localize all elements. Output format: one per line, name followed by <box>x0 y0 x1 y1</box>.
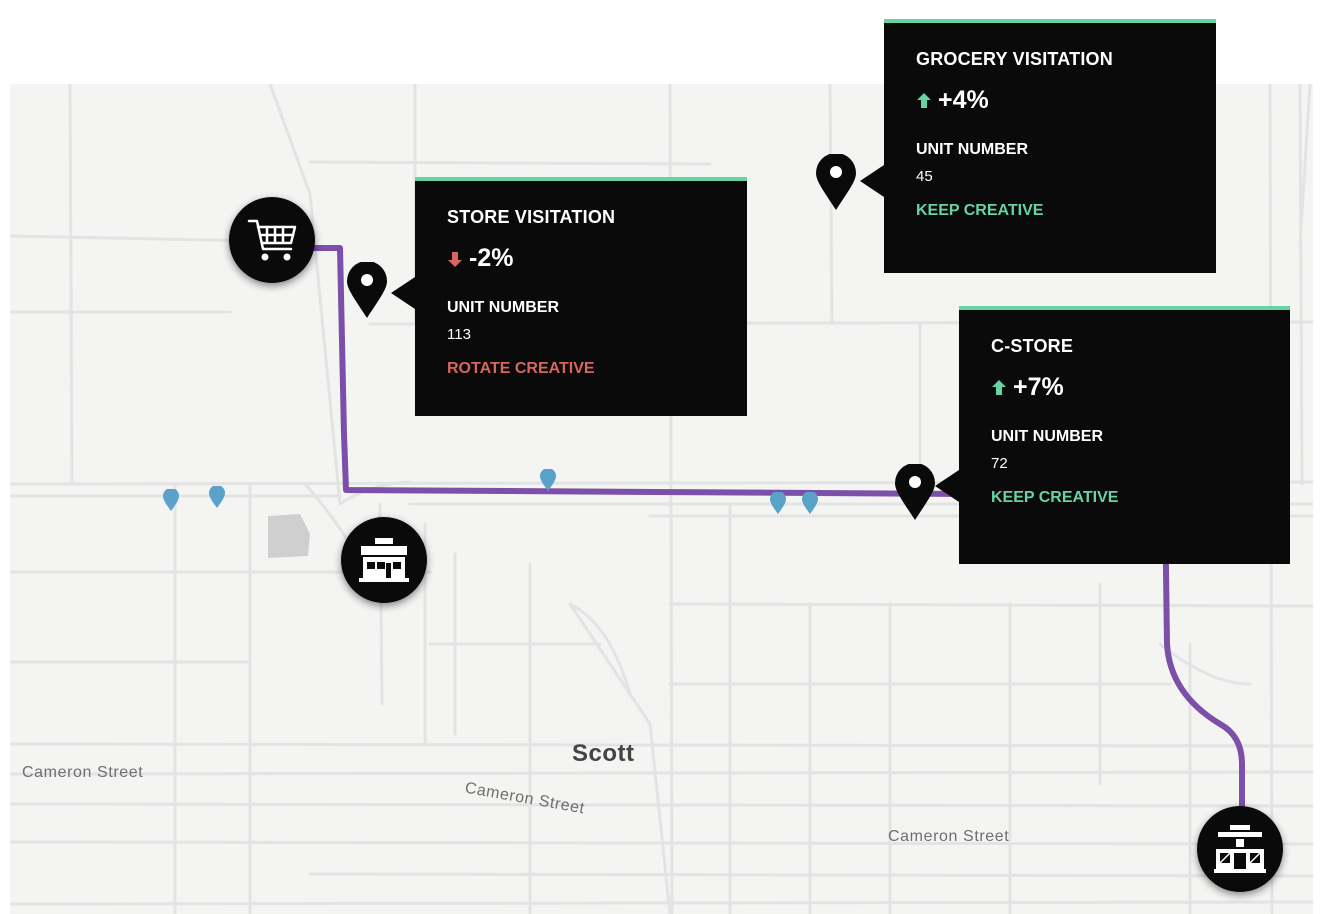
location-marker-icon[interactable] <box>163 489 179 511</box>
map-pin-icon[interactable] <box>895 463 935 520</box>
card-change: +4% <box>916 86 1184 115</box>
card-title: STORE VISITATION <box>447 207 616 227</box>
rotate-creative-link[interactable]: ROTATE CREATIVE <box>447 360 595 377</box>
street-network <box>10 84 1313 914</box>
cstore-card[interactable]: C-STORE +7% UNIT NUMBER 72 KEEP CREATIVE <box>935 306 1290 564</box>
unit-number-label: UNIT NUMBER <box>447 299 559 316</box>
keep-creative-link[interactable]: KEEP CREATIVE <box>916 202 1044 219</box>
store-poi[interactable] <box>341 517 427 603</box>
unit-number-value: 45 <box>916 168 933 185</box>
store-visitation-card[interactable]: STORE VISITATION -2% UNIT NUMBER 113 ROT… <box>391 177 747 416</box>
arrow-up-icon <box>991 379 1007 397</box>
shopping-cart-icon <box>247 219 297 261</box>
map-pin-icon[interactable] <box>816 153 856 210</box>
card-change: +7% <box>991 373 1258 402</box>
location-marker-icon[interactable] <box>209 486 225 508</box>
location-marker-icon[interactable] <box>802 492 818 514</box>
grocery-visitation-card[interactable]: GROCERY VISITATION +4% UNIT NUMBER 45 KE… <box>860 19 1216 273</box>
change-value: +7% <box>1013 373 1064 401</box>
change-value: -2% <box>469 244 514 272</box>
card-title: GROCERY VISITATION <box>916 49 1113 69</box>
unit-number-value: 72 <box>991 455 1008 472</box>
cstore-poi[interactable] <box>1197 806 1283 892</box>
card-title: C-STORE <box>991 336 1074 356</box>
card-change: -2% <box>447 244 715 273</box>
grocery-poi[interactable] <box>229 197 315 283</box>
convenience-store-icon <box>1214 825 1266 873</box>
location-marker-icon[interactable] <box>770 492 786 514</box>
change-value: +4% <box>938 86 989 114</box>
map-pin-icon[interactable] <box>347 261 387 318</box>
arrow-up-icon <box>916 92 932 110</box>
unit-number-label: UNIT NUMBER <box>991 428 1103 445</box>
keep-creative-link[interactable]: KEEP CREATIVE <box>991 489 1119 506</box>
street-label: Cameron Street <box>22 764 144 781</box>
storefront-icon <box>359 538 409 582</box>
city-label: Scott <box>572 740 635 767</box>
location-marker-icon[interactable] <box>540 469 556 491</box>
unit-number-value: 113 <box>447 326 471 343</box>
arrow-down-icon <box>447 250 463 268</box>
unit-number-label: UNIT NUMBER <box>916 141 1028 158</box>
street-label: Cameron Street <box>888 828 1010 845</box>
